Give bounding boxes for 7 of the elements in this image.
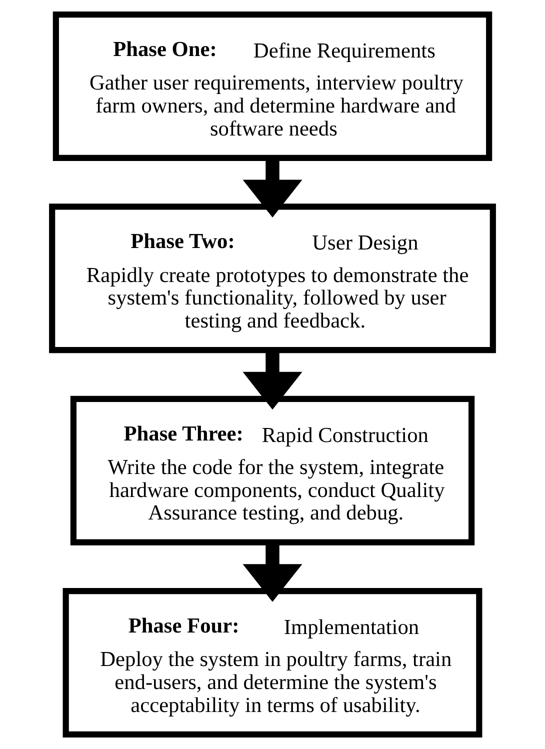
node-box: Phase Four: Implementation Deploy the system in poultry farms, train end-users, and determine the system's acceptability in terms of usability. xyxy=(62,588,482,738)
node-box: Phase One: Define Requirements Gather user requirements, interview poultry farm owners, and determine hardware and software needs xyxy=(52,11,492,161)
arrow xyxy=(242,350,302,410)
arrow xyxy=(242,158,302,218)
node-box: Phase Three: Rapid Construction Write the code for the system, integrate hardware components, conduct Quality Assurance testing, and debug. xyxy=(70,396,475,546)
node-box: Phase Two: User Design Rapidly create prototypes to demonstrate the system's functionality, followed by user testing and feedback. xyxy=(49,204,496,354)
arrow xyxy=(242,542,302,602)
